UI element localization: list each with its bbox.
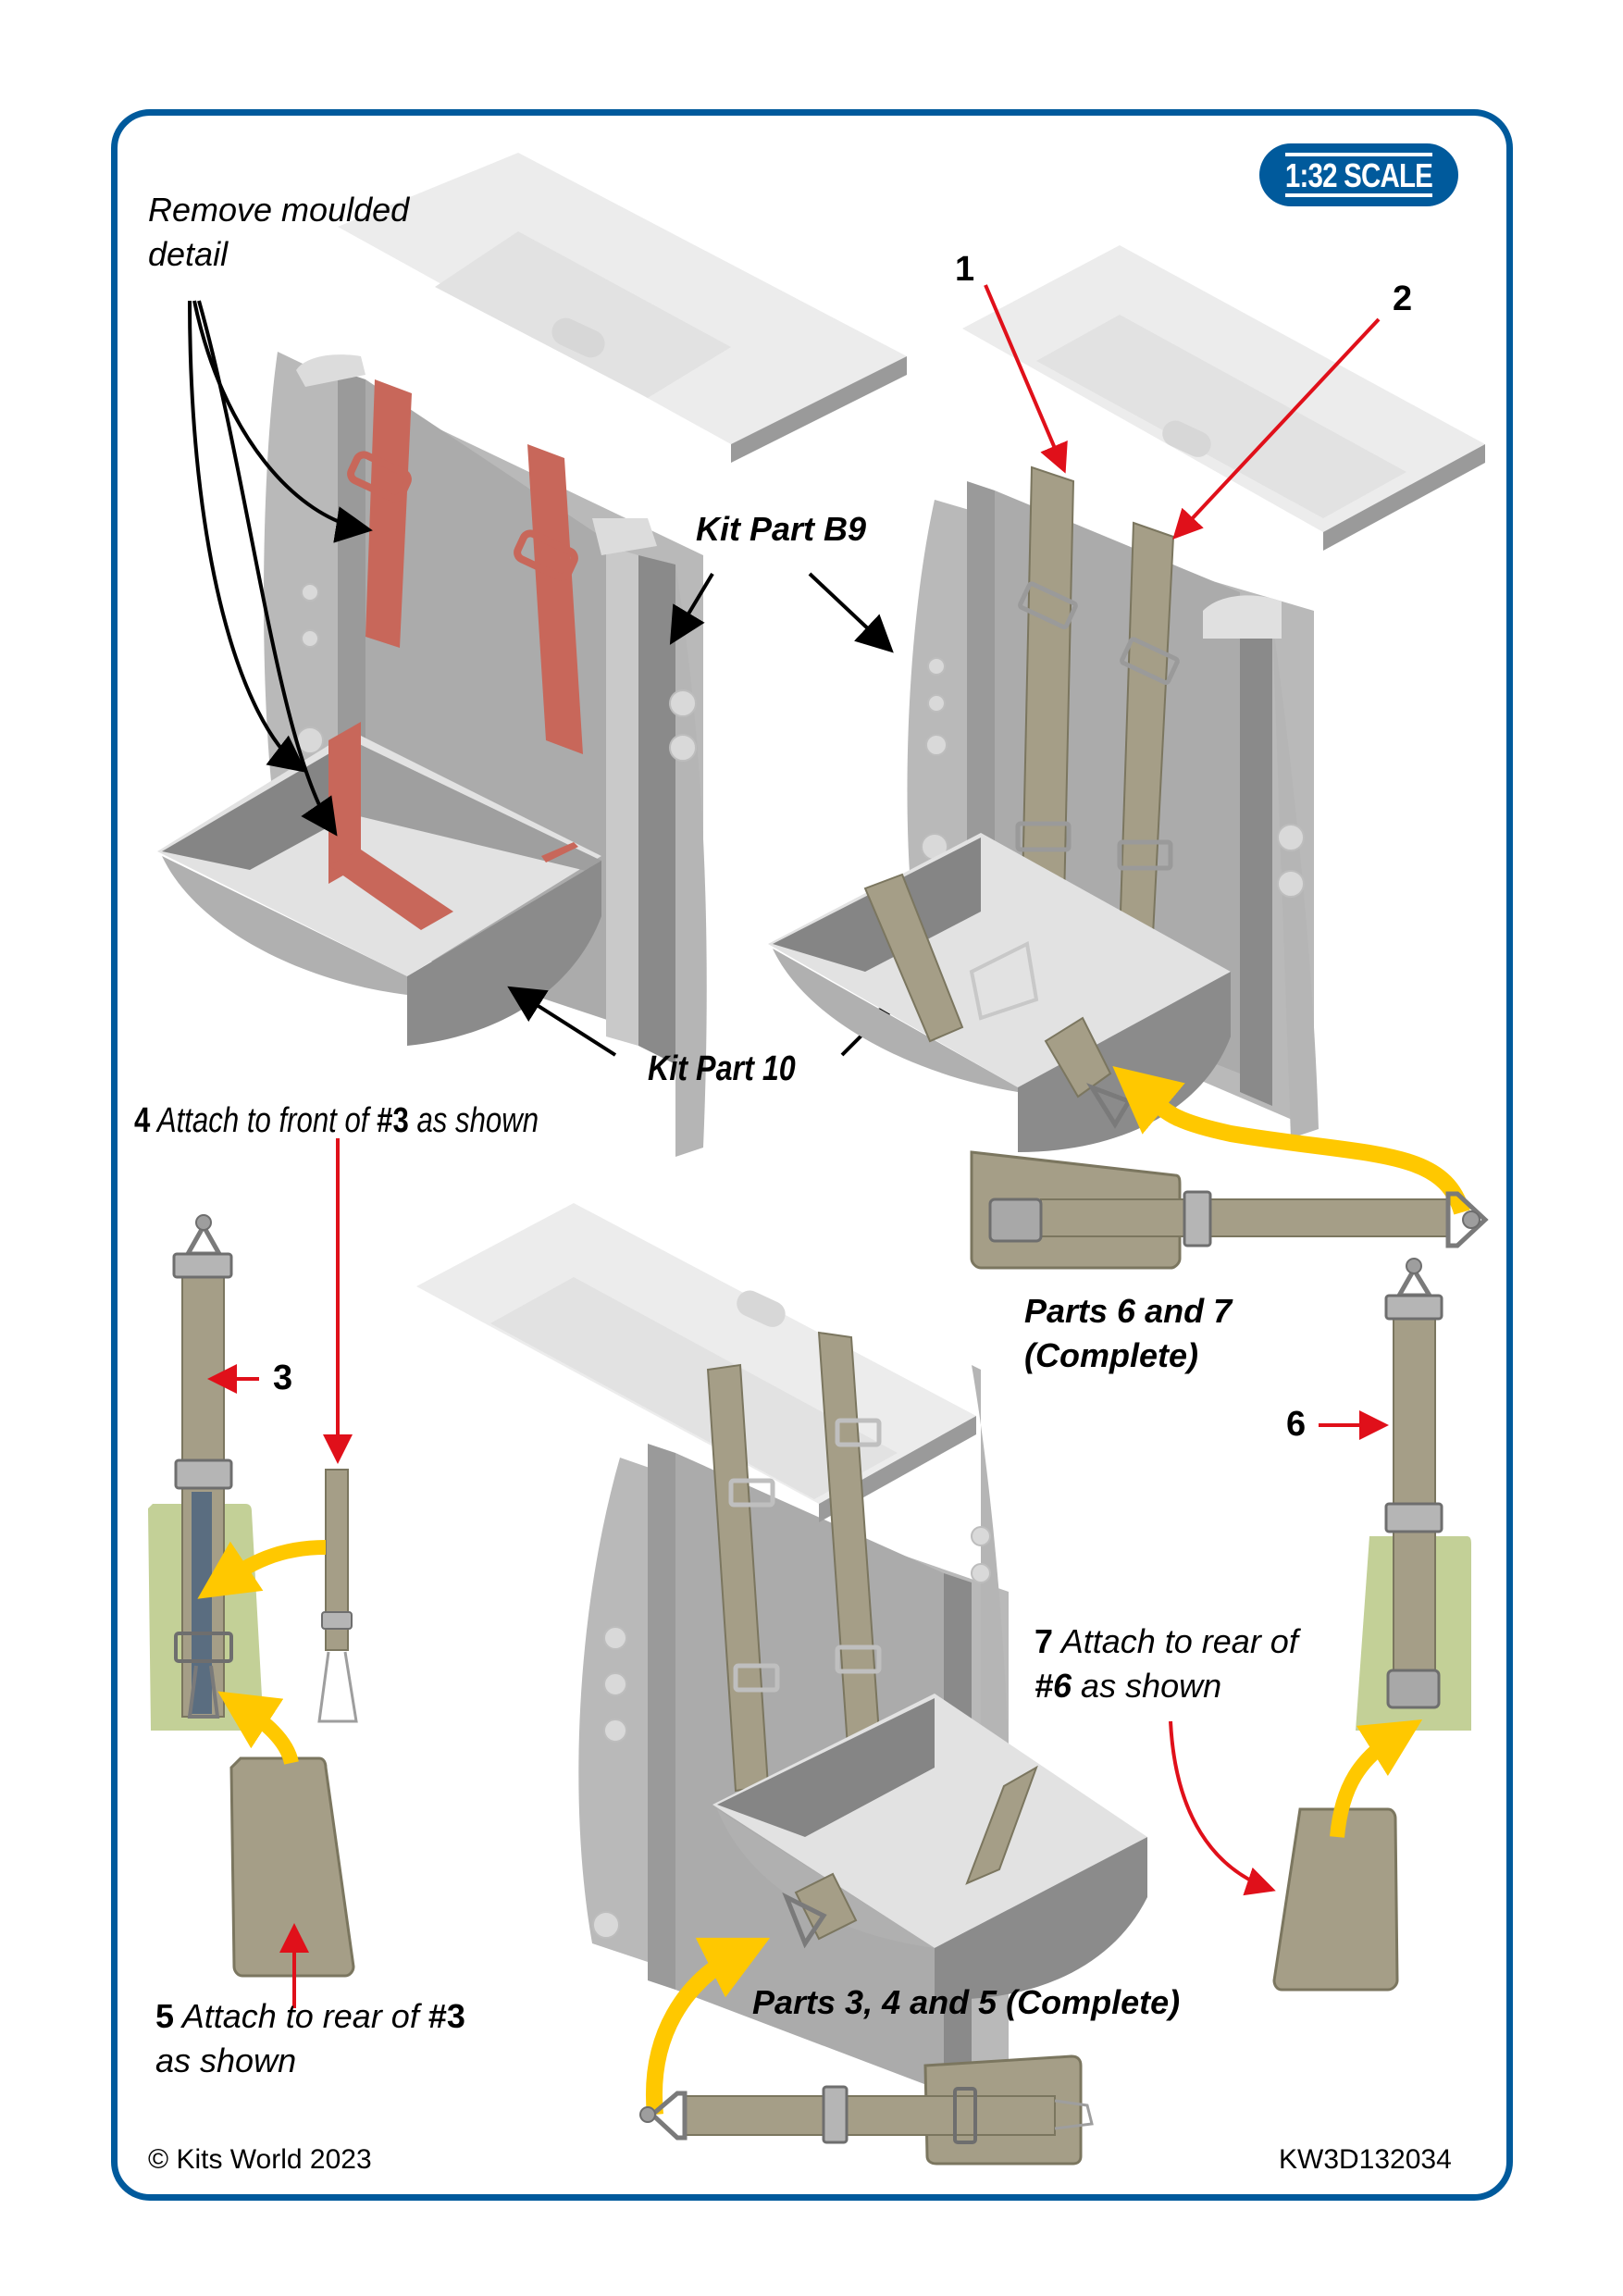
callout-6: 6 (1286, 1405, 1307, 1444)
step-5-instruction: 5 Attach to rear of #3 as shown (155, 1997, 465, 2079)
part-4-strap (317, 1469, 358, 1723)
callout-3: 3 (273, 1359, 293, 1397)
removal-area-lap-left (328, 722, 361, 884)
seat-with-shoulder-belts (768, 245, 1485, 1152)
seat-complete-assembly (416, 1203, 1147, 2119)
parts-6-7-complete-label: Parts 6 and 7 (Complete) (1024, 1292, 1233, 1374)
page-frame (111, 109, 1513, 2201)
remove-detail-pointers (188, 300, 373, 837)
yellow-arrow-parts-3-4-5 (646, 1937, 771, 2116)
step-7-instruction: 7 Attach to rear of #6 as shown (1035, 1622, 1298, 1705)
step-4-instruction: 4 Attach to front of #3 as shown (134, 1101, 539, 1140)
kit-part-b9-label: Kit Part B9 (696, 510, 867, 548)
callout-arrow-7 (1169, 1720, 1276, 1896)
remove-moulded-detail-label: Remove moulded detail (148, 188, 409, 277)
kit-part-b9-pointers (669, 572, 894, 653)
part-3-belt-with-pad (148, 1214, 264, 1731)
part-7-pad (1272, 1807, 1399, 1992)
callout-2: 2 (1393, 279, 1413, 318)
part-6-belt-with-pad (1356, 1258, 1471, 1731)
remove-label-line2: detail (148, 234, 229, 273)
yellow-arrow-part-4 (197, 1540, 327, 1599)
yellow-arrow-part-5 (217, 1691, 299, 1766)
parts-3-4-5-complete-label: Parts 3, 4 and 5 (Complete) (752, 1983, 1181, 2021)
yellow-arrow-part-7 (1330, 1719, 1423, 1838)
removal-area-strap-left (365, 379, 412, 648)
remove-label-line1: Remove moulded (148, 191, 410, 229)
removal-area-strap-right (527, 444, 583, 754)
kit-part-10-label: Kit Part 10 (648, 1049, 796, 1088)
yellow-arrow-parts-6-7 (1112, 1065, 1470, 1215)
parts-3-4-5-complete-illustration (639, 2054, 1094, 2166)
callout-arrows-1-2 (984, 284, 1381, 540)
product-code: KW3D132034 (1279, 2144, 1452, 2175)
seat-kit-part-b9-unmodified (157, 153, 907, 1157)
callout-1: 1 (955, 250, 975, 289)
scale-badge: 1:32 SCALE (1259, 143, 1458, 206)
parts-6-7-complete-illustration (970, 1150, 1489, 1270)
part-5-pad (229, 1756, 355, 1978)
copyright-notice: © Kits World 2023 (148, 2144, 372, 2175)
